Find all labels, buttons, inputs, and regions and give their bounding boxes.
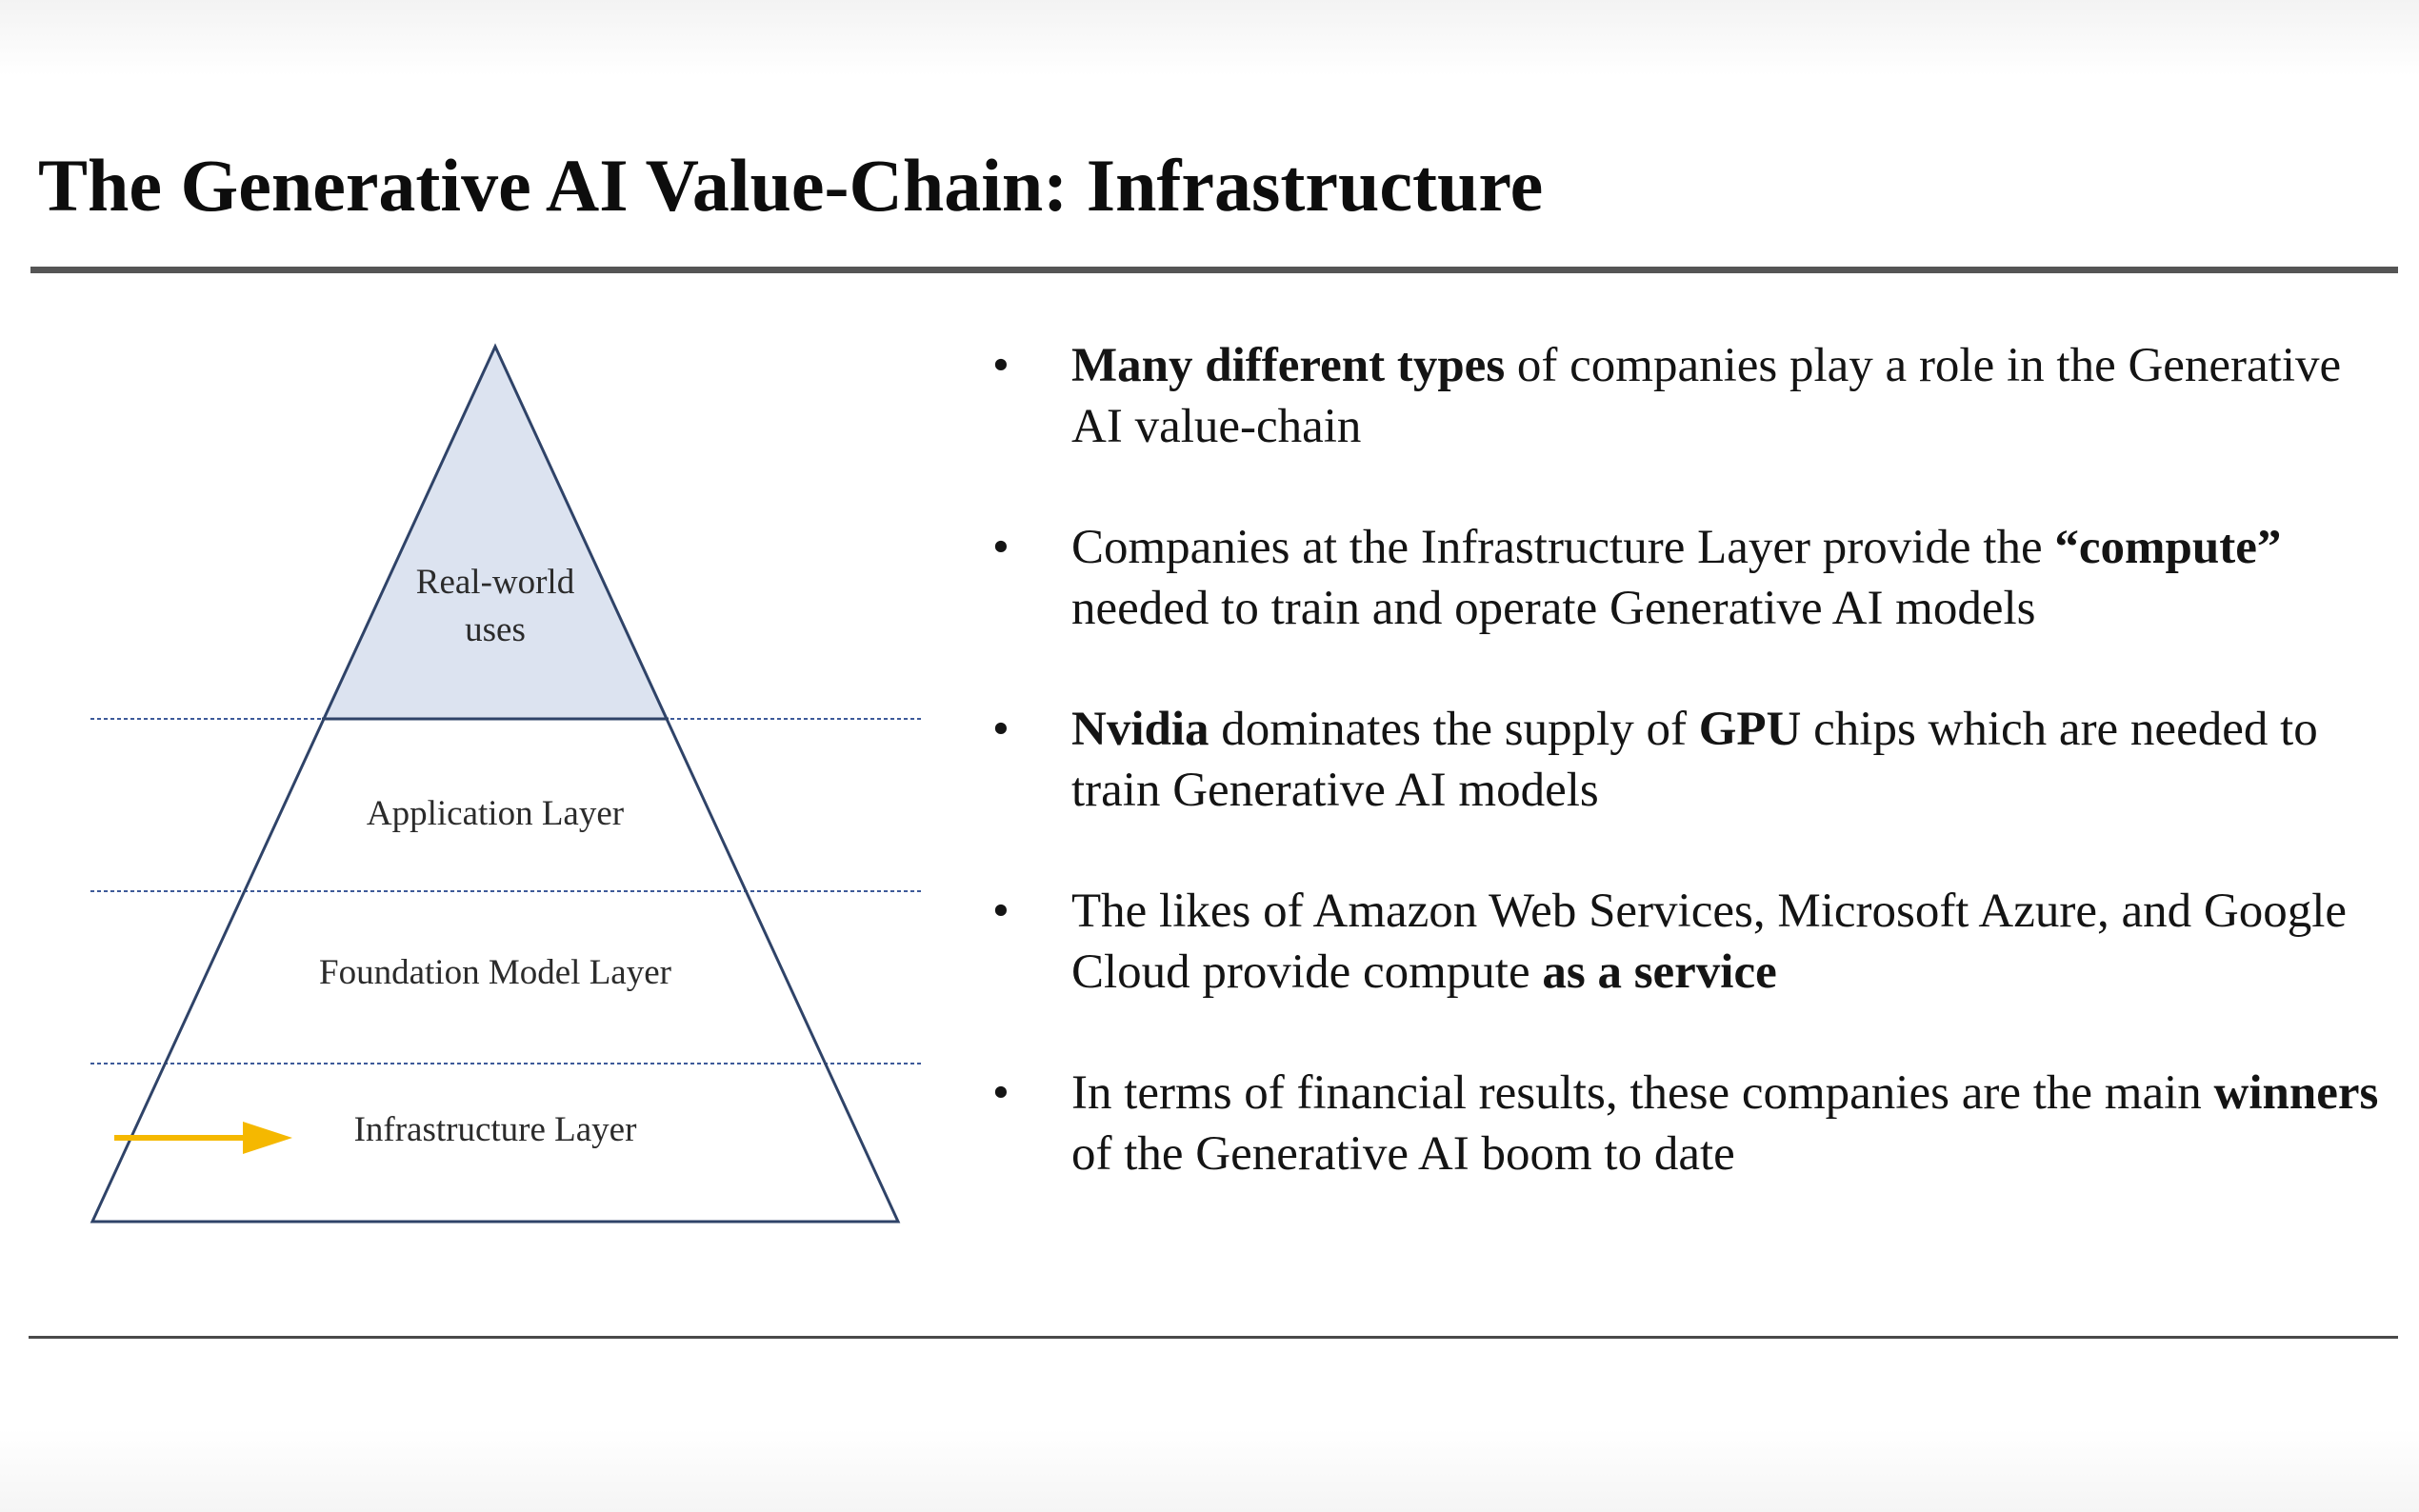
bullet-plain-text: chips which are needed to train Generati…: [1071, 703, 2318, 817]
pyramid-top-fill: [322, 347, 669, 719]
bullet-bold-text: Many different types: [1071, 339, 1506, 392]
yellow-arrow-icon: [114, 1122, 292, 1154]
foundation-model-layer-label: Foundation Model Layer: [319, 953, 671, 992]
bullet-dot: •: [992, 1066, 1010, 1120]
title-divider: [30, 267, 2398, 273]
bullet-item: • Nvidia dominates the supply of GPU chi…: [981, 699, 2390, 821]
bullet-plain-text: The likes of Amazon Web Services, Micros…: [1071, 885, 2348, 999]
bullet-plain-text: Companies at the Infrastructure Layer pr…: [1071, 521, 2055, 574]
application-layer-label: Application Layer: [366, 794, 625, 833]
bullet-text: Many different types of companies play a…: [1071, 339, 2341, 453]
value-chain-pyramid: [90, 343, 924, 1224]
bullet-text: Companies at the Infrastructure Layer pr…: [1071, 521, 2281, 635]
bullet-dot: •: [992, 339, 1010, 392]
bullet-item: • Companies at the Infrastructure Layer …: [981, 517, 2390, 639]
bottom-divider: [29, 1336, 2398, 1339]
bullet-item: • Many different types of companies play…: [981, 335, 2390, 457]
bullet-item: • The likes of Amazon Web Services, Micr…: [981, 881, 2390, 1003]
top-shade: [0, 0, 2419, 76]
real-world-uses-label: Real-world uses: [362, 559, 629, 654]
bullet-bold-text: winners: [2213, 1066, 2379, 1120]
bullet-dot: •: [992, 521, 1010, 574]
bullet-text: In terms of financial results, these com…: [1071, 1066, 2378, 1181]
infrastructure-layer-label: Infrastructure Layer: [353, 1110, 637, 1149]
slide-title: The Generative AI Value-Chain: Infrastru…: [38, 144, 1544, 227]
bullet-dot: •: [992, 703, 1010, 756]
bullet-plain-text: of the Generative AI boom to date: [1071, 1127, 1735, 1181]
pyramid-outline: [90, 343, 901, 1224]
bullet-bold-text: GPU: [1698, 703, 1802, 756]
bullet-bold-text: as a service: [1542, 945, 1777, 999]
bullet-bold-text: Nvidia: [1071, 703, 1210, 756]
bullet-dot: •: [992, 885, 1010, 938]
bullet-plain-text: dominates the supply of: [1209, 703, 1699, 756]
bullet-plain-text: needed to train and operate Generative A…: [1071, 582, 2036, 635]
bullet-item: • In terms of financial results, these c…: [981, 1063, 2390, 1184]
bullet-list: • Many different types of companies play…: [981, 335, 2390, 1244]
bullet-text: Nvidia dominates the supply of GPU chips…: [1071, 703, 2318, 817]
bullet-bold-text: “compute”: [2054, 521, 2282, 574]
bullet-text: The likes of Amazon Web Services, Micros…: [1071, 885, 2347, 999]
bottom-shade: [0, 1428, 2419, 1512]
bullet-plain-text: In terms of financial results, these com…: [1071, 1066, 2214, 1120]
bullet-plain-text: of companies play a role in the Generati…: [1071, 339, 2342, 453]
real-world-uses-line2: uses: [465, 610, 526, 649]
real-world-uses-line1: Real-world: [415, 563, 575, 602]
